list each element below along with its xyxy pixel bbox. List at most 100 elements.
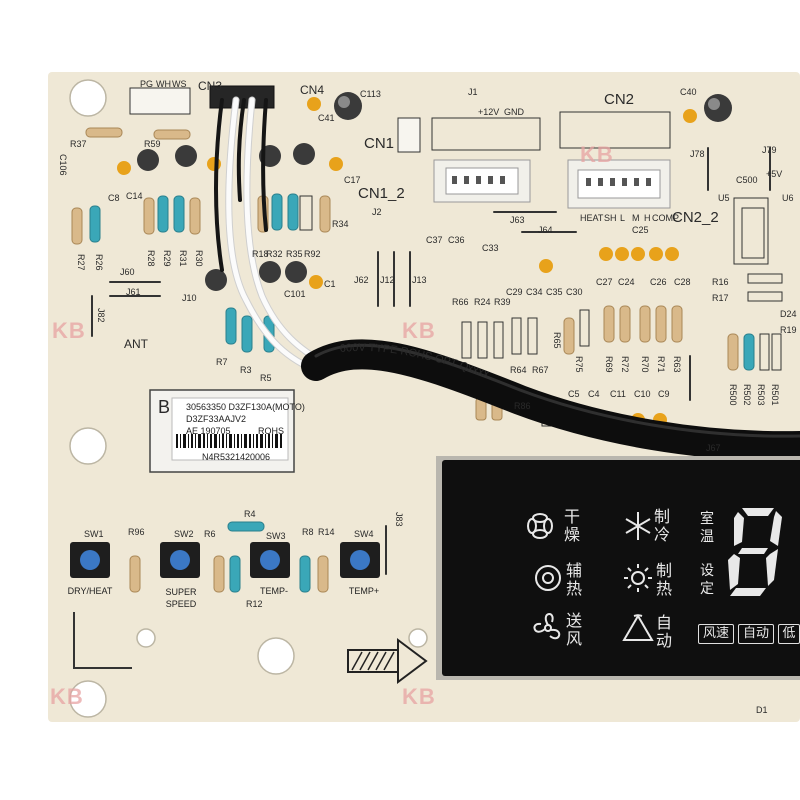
connector-label: J67 bbox=[706, 443, 721, 453]
component-label: C26 bbox=[650, 277, 667, 287]
component-label: R75 bbox=[574, 356, 584, 373]
component-label: R66 bbox=[452, 297, 469, 307]
connector-label: J62 bbox=[354, 275, 369, 285]
component-label: C10 bbox=[634, 389, 651, 399]
super-speed-button-label: SUPER SPEED bbox=[165, 587, 197, 609]
temp-up-button-label: TEMP+ bbox=[348, 586, 380, 596]
connector-label: J61 bbox=[126, 287, 141, 297]
component-label: R37 bbox=[70, 139, 87, 149]
black-wires bbox=[214, 98, 268, 272]
display-icons bbox=[527, 512, 654, 641]
super-speed-button[interactable] bbox=[160, 542, 200, 578]
header-pin-label: H bbox=[644, 213, 651, 223]
component-label: R71 bbox=[656, 356, 666, 373]
snowflake-icon bbox=[625, 512, 651, 540]
component-label: R92 bbox=[304, 249, 321, 259]
auto-text: 自动 bbox=[656, 613, 673, 650]
component-label: C9 bbox=[658, 389, 670, 399]
auto-indicator: 自动 bbox=[738, 624, 774, 644]
component-label: C11 bbox=[610, 389, 626, 399]
component-label: R32 bbox=[266, 249, 283, 259]
temp-up-button[interactable] bbox=[340, 542, 380, 578]
component-label: C1 bbox=[324, 279, 336, 289]
sticker-line: D3ZF33AAJV2 bbox=[186, 414, 247, 424]
component-label: R39 bbox=[494, 297, 511, 307]
component-label: C24 bbox=[618, 277, 635, 287]
connector-label: CN2_2 bbox=[672, 209, 719, 226]
component-label: C25 bbox=[632, 225, 649, 235]
component-label: C4 bbox=[588, 389, 600, 399]
component-label: R63 bbox=[672, 356, 682, 373]
component-label: C5 bbox=[568, 389, 580, 399]
sticker-line: 30563350 D3ZF130A(MOTO) bbox=[186, 402, 305, 412]
component-label: R35 bbox=[286, 249, 303, 259]
component-label: C27 bbox=[596, 277, 613, 287]
connector-label: J1 bbox=[468, 87, 478, 97]
component-label: R501 bbox=[770, 384, 780, 406]
watermark: KB bbox=[580, 142, 614, 167]
connector-label: J10 bbox=[182, 293, 197, 303]
component-label: R86 bbox=[514, 401, 531, 411]
component-label: D1 bbox=[756, 705, 768, 715]
component-label: C101 bbox=[284, 289, 306, 299]
component-label: R6 bbox=[204, 529, 216, 539]
connector-label: J2 bbox=[372, 207, 382, 217]
component-label: C33 bbox=[482, 243, 499, 253]
connector-label: J12 bbox=[380, 275, 395, 285]
component-label: C40 bbox=[680, 87, 697, 97]
component-label: C29 bbox=[506, 287, 523, 297]
component-label: R65 bbox=[552, 332, 562, 349]
component-label: C28 bbox=[674, 277, 691, 287]
connector-label: CN1 bbox=[364, 135, 395, 152]
room-temp-text: 室温 bbox=[700, 511, 714, 545]
connector-label: J79 bbox=[762, 145, 777, 155]
sticker-line: N4R5321420006 bbox=[202, 452, 271, 462]
switch-ref: SW4 bbox=[354, 529, 374, 539]
display-panel bbox=[442, 460, 800, 676]
low-indicator: 低 bbox=[778, 624, 800, 644]
watermark: KB bbox=[402, 684, 436, 709]
connector-label: J63 bbox=[510, 215, 525, 225]
ribbon-cable bbox=[301, 339, 800, 462]
temp-down-button-label: TEMP- bbox=[260, 586, 288, 596]
component-label: R3 bbox=[240, 365, 252, 375]
empty-footprints bbox=[299, 195, 783, 427]
component-label: D24 bbox=[780, 309, 797, 319]
temp-down-button[interactable] bbox=[250, 542, 290, 578]
watermark: KB bbox=[402, 318, 436, 343]
seven-segment-digit bbox=[728, 508, 782, 596]
component-label: R18 bbox=[252, 249, 269, 259]
component-label: C113 bbox=[360, 89, 381, 99]
connector-label: J82 bbox=[96, 308, 106, 323]
component-label: R26 bbox=[94, 254, 104, 271]
top-small-text: PG bbox=[140, 79, 154, 89]
dry-text: 干燥 bbox=[564, 507, 581, 544]
top-small-text: GND bbox=[504, 107, 524, 117]
dry-heat-button[interactable] bbox=[70, 542, 110, 578]
component-label: R27 bbox=[76, 254, 86, 271]
tact-switches bbox=[70, 542, 380, 578]
connector-label: J78 bbox=[690, 149, 705, 159]
component-label: R4 bbox=[244, 509, 256, 519]
connector-label: CN1_2 bbox=[358, 185, 405, 202]
component-label: C14 bbox=[126, 191, 143, 201]
component-label: R16 bbox=[712, 277, 729, 287]
switch-ref: SW3 bbox=[266, 531, 286, 541]
component-label: R500 bbox=[728, 384, 738, 406]
white-wires bbox=[225, 96, 330, 376]
component-label: R29 bbox=[162, 250, 172, 267]
sun-icon bbox=[624, 564, 652, 592]
top-small-text: WS bbox=[172, 79, 187, 89]
component-label: U5 bbox=[718, 193, 730, 203]
component-label: R14 bbox=[318, 527, 335, 537]
top-small-text: WH bbox=[156, 79, 171, 89]
sticker-line: ROHS bbox=[258, 426, 285, 436]
connector-label: J83 bbox=[394, 512, 404, 527]
component-label: C37 bbox=[426, 235, 443, 245]
header-pin-label: HEAT bbox=[580, 213, 604, 223]
antenna-label: ANT bbox=[124, 337, 148, 351]
connector-label: J60 bbox=[120, 267, 135, 277]
component-label: C41 bbox=[318, 113, 335, 123]
